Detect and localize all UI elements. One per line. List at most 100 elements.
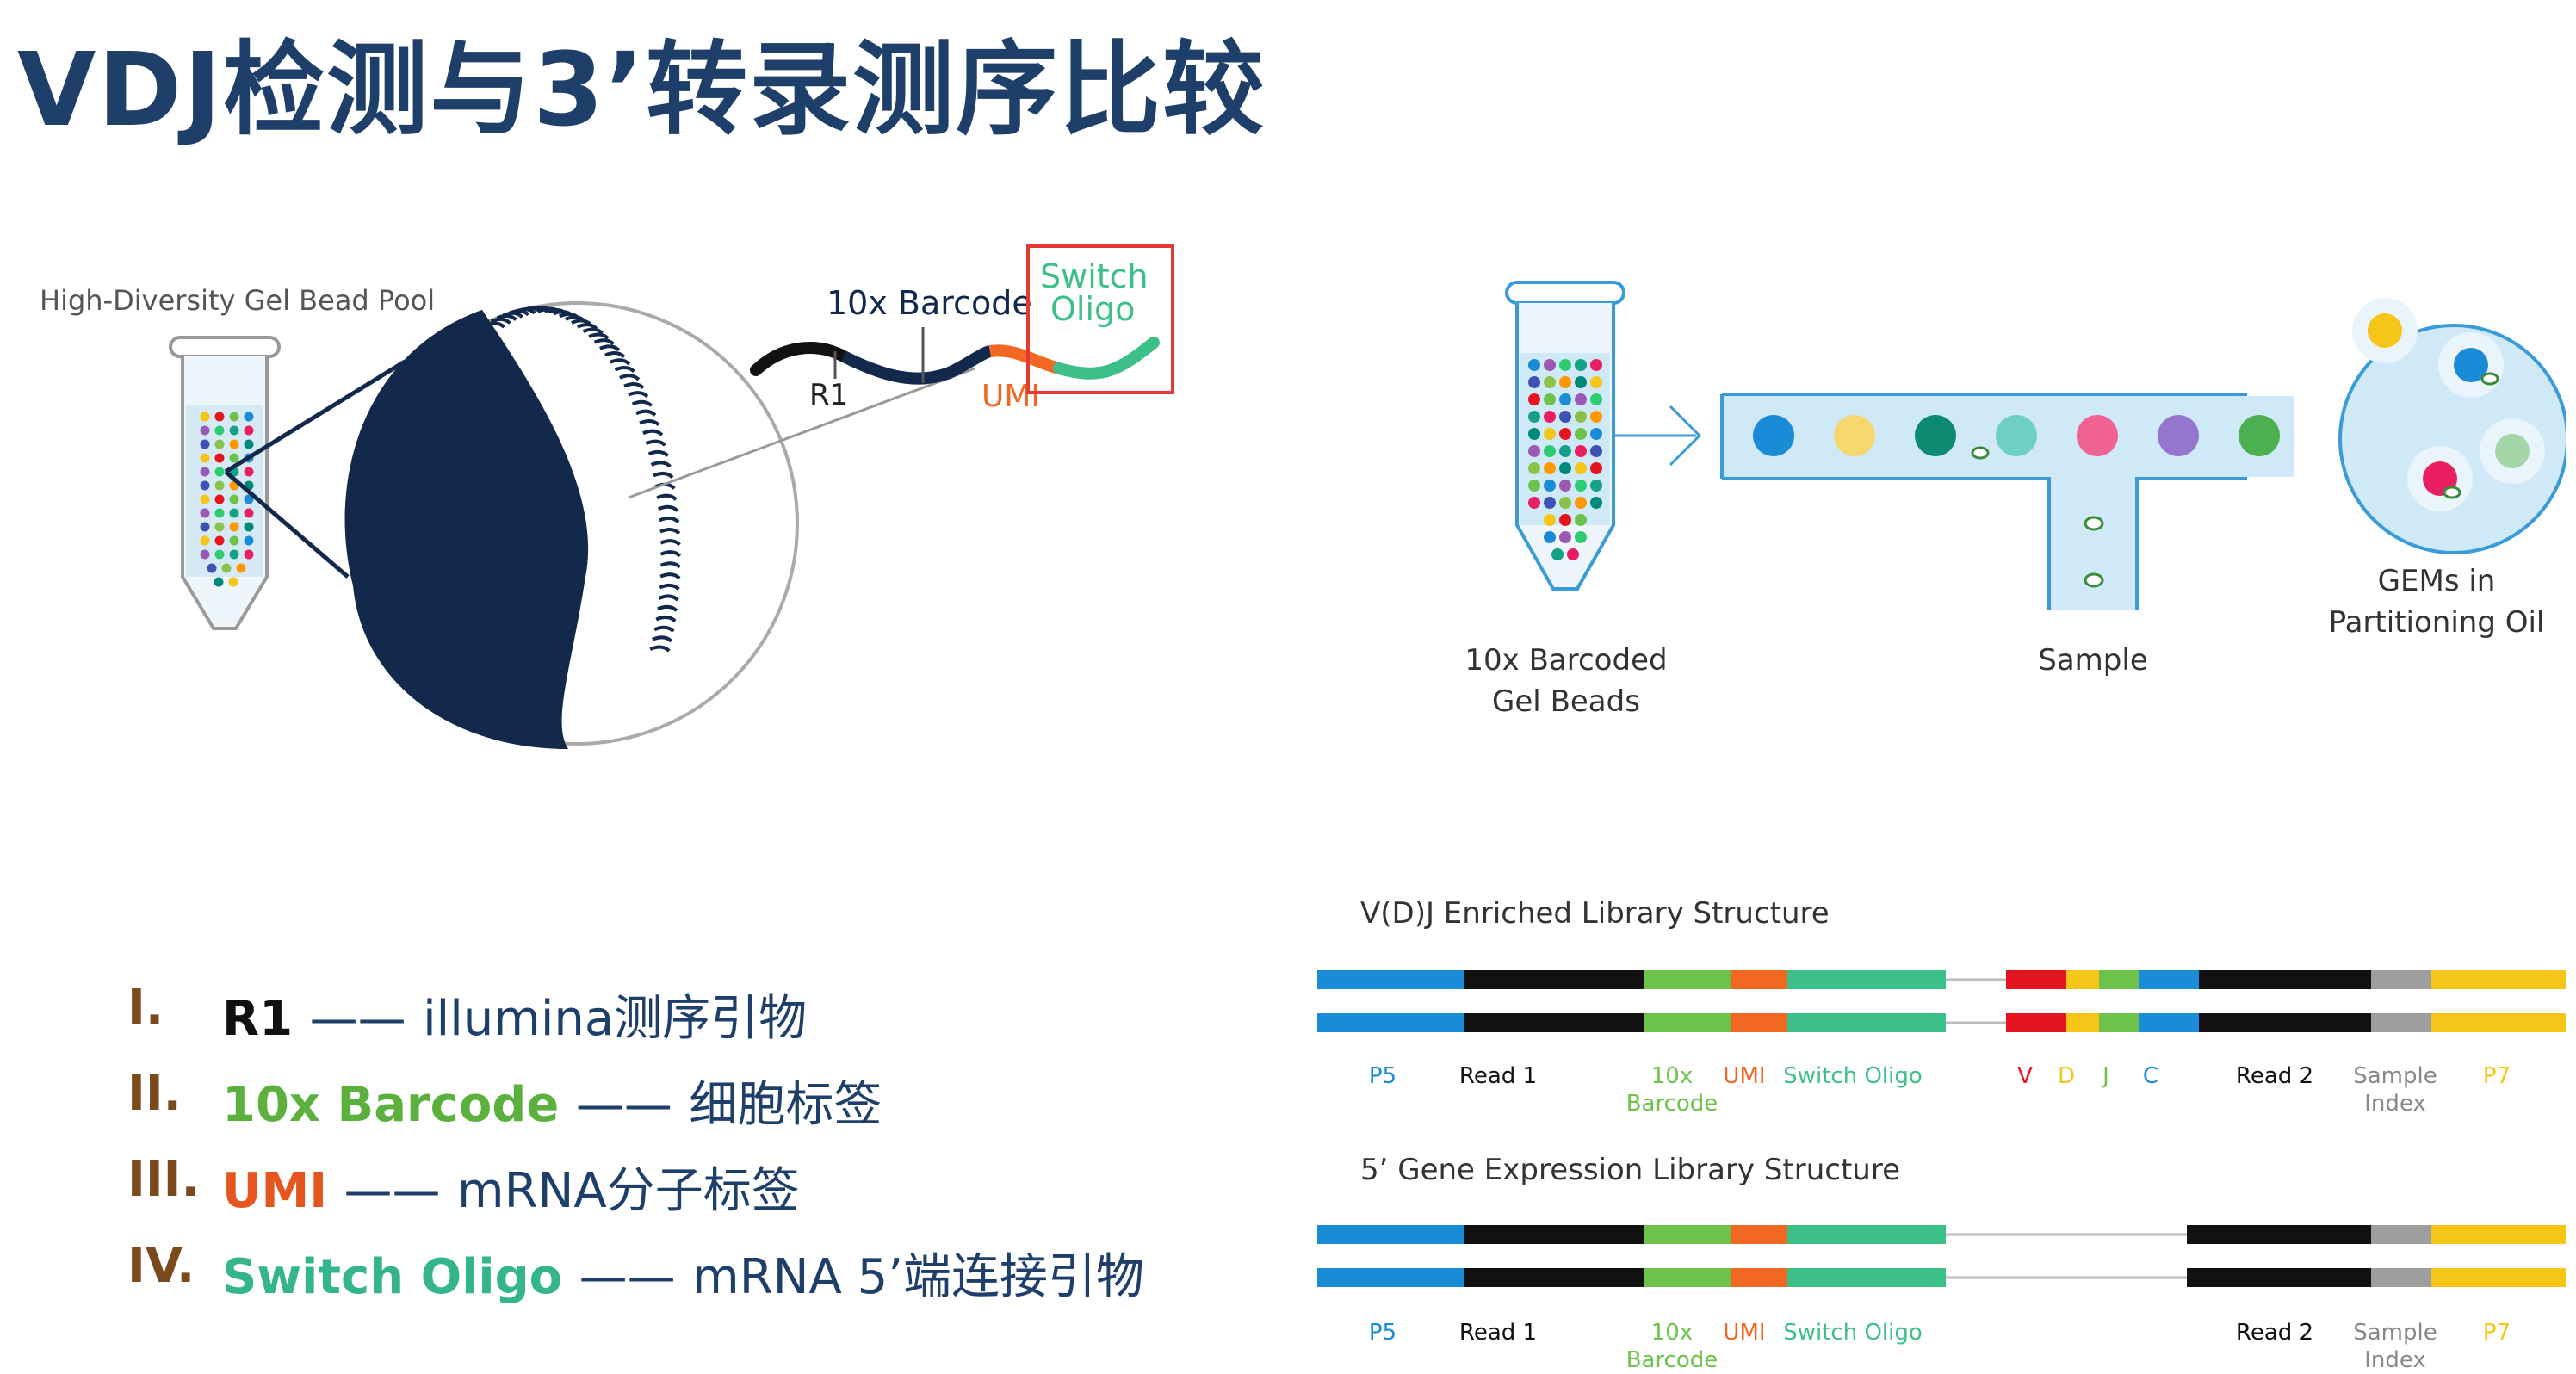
bead-dot [1528,393,1540,405]
library-segment [1464,970,1644,989]
library-segment [2371,970,2431,989]
bead-dot [214,480,225,491]
bead-dot [1544,462,1556,474]
switch-oligo-highlight-box [1026,244,1174,394]
vdj-read1: Read 1 [1459,1063,1537,1089]
vdj-read2: Read 2 [2236,1063,2313,1089]
legend-separator: —— [309,991,406,1047]
bead-dot [229,522,239,532]
tube-bead-dots [200,412,254,587]
bead-dot [1551,548,1564,560]
gem-cell [2480,372,2499,386]
gex-index-1: Sample [2353,1320,2437,1346]
vdj-index-2: Index [2364,1091,2426,1117]
library-segment [2431,970,2566,989]
bead-dot [1575,514,1587,526]
page-title: VDJ检测与3’转录测序比较 [17,30,1266,149]
gex-barcode-2: Barcode [1626,1347,1718,1373]
library-segment [1317,970,1464,989]
bead-dot [1590,445,1602,457]
bead-dot [1590,411,1602,423]
bead-dot [1590,393,1602,405]
channel-bead [1834,415,1875,456]
vdj-switch: Switch Oligo [1783,1063,1923,1089]
channel-bead [2158,415,2199,456]
bead-dot [229,412,239,422]
library-segment [1464,1013,1644,1032]
switch-oligo-label-1: Switch [1040,257,1149,295]
bead-dot [1544,445,1556,457]
library-segment [2431,1013,2566,1032]
channel-bead [1753,415,1794,456]
bead-dot [1575,497,1587,509]
bead-dot [229,494,239,504]
bead-dot [214,453,225,463]
gem-bead [2495,434,2530,468]
bead-dot [1544,531,1556,543]
vdj-index-1: Sample [2353,1063,2437,1089]
library-segment [2187,1225,2371,1244]
bead-dot [244,535,254,546]
legend-description: mRNA 5’端连接引物 [692,1249,1145,1305]
bead-dot [1528,411,1540,423]
channel-bead [2077,415,2118,456]
bead-dot [1544,359,1556,371]
bead-dot [1528,359,1540,371]
bead-dot [200,522,210,532]
bead-dot [200,494,210,504]
magnified-gel-bead [344,301,799,749]
gex-p5: P5 [1369,1320,1396,1346]
vdj-j: J [2101,1063,2109,1089]
bead-dot [244,425,254,436]
library-segment [2431,1268,2566,1287]
bead-dot [1575,376,1587,388]
bead-dot [1575,411,1587,423]
vdj-barcode-1: 10x [1651,1063,1693,1089]
gem-bead [2454,348,2488,382]
bead-dot [1544,497,1556,509]
library-segment [1464,1268,1644,1287]
bead-dot [244,467,254,477]
bead-dot [214,494,225,504]
gem-generation-diagram: 10x Barcoded Gel Beads Sample GEMs in Pa… [1464,281,2566,719]
library-segment [1731,970,1787,989]
bead-dot [200,467,210,477]
library-segment [2199,1013,2371,1032]
bead-dot [200,535,210,546]
bead-dot [200,480,210,491]
gel-beads-label-1: 10x Barcoded [1464,643,1667,678]
library-segment [2099,970,2139,989]
bead-dot [1590,480,1602,492]
bead-dot [1544,480,1556,492]
bead-dot [1567,548,1579,560]
vdj-barcode-2: Barcode [1626,1091,1718,1117]
bead-dot [1590,462,1602,474]
vdj-library-title: V(D)J Enriched Library Structure [1360,896,1830,931]
bead-dot [1559,359,1571,371]
bead-dot [200,508,210,518]
legend-separator: —— [579,1249,676,1305]
library-segment [2431,1225,2566,1244]
gex-library-title: 5’ Gene Expression Library Structure [1360,1153,1900,1187]
bead-dot [221,563,232,573]
legend-name: R1 [222,991,294,1047]
bead-dot [1575,480,1587,492]
umi-label: UMI [981,379,1040,414]
library-segment [2006,970,2066,989]
bead-dot [1590,497,1602,509]
sample-label: Sample [2038,643,2147,678]
gex-read2: Read 2 [2236,1320,2313,1346]
legend-separator: —— [575,1077,672,1133]
library-segment [2371,1225,2431,1244]
channel-gel-beads [1753,415,2280,460]
bead-dot [1590,359,1602,371]
gex-p7: P7 [2483,1320,2511,1346]
bead-dot [1590,428,1602,440]
vdj-library-strands [1317,970,2566,1032]
bead-dot [228,577,238,587]
bead-dot [214,522,225,532]
channel-bead [2239,415,2280,456]
bead-dot [1559,514,1571,526]
bead-dot [1544,376,1556,388]
sample-cells [2084,516,2104,588]
